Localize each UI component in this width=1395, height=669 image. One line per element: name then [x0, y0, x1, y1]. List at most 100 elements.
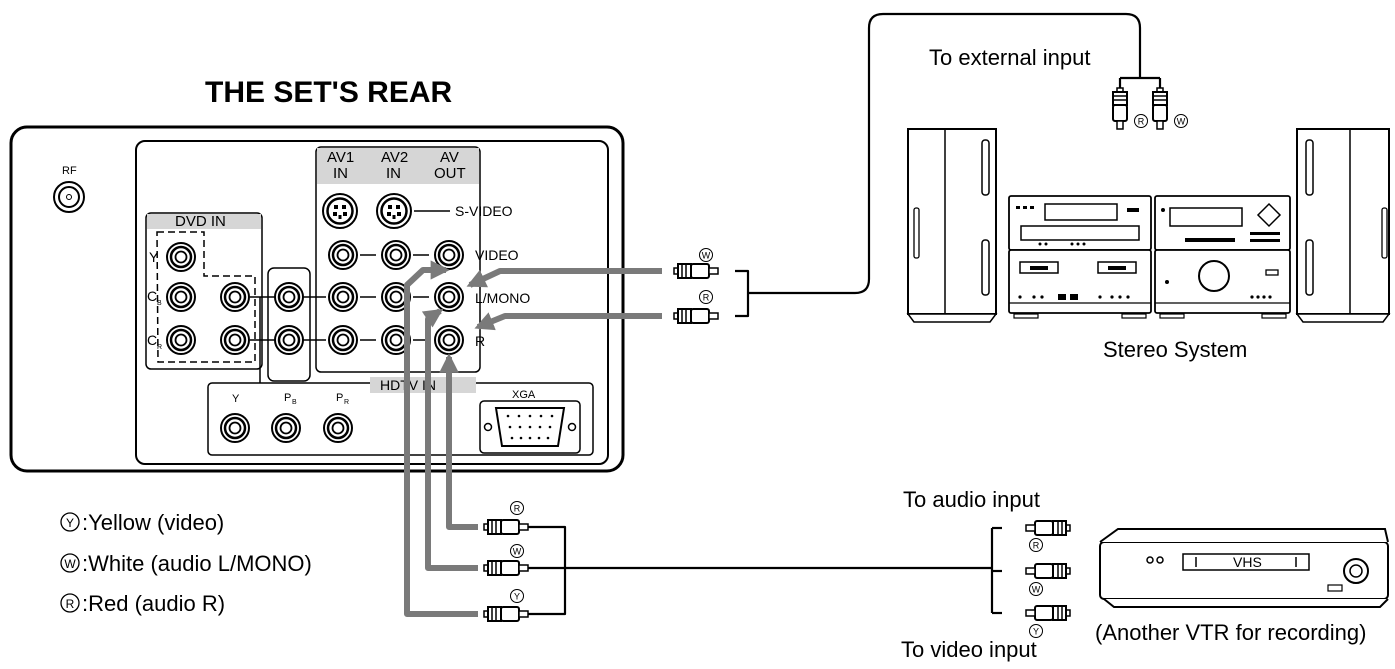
to-video-input-label: To video input — [901, 637, 1037, 662]
hdtv-pr-jack — [322, 412, 354, 444]
dvd-cr-jack — [165, 324, 197, 356]
legend: Y :Yellow (video) W :White (audio L/MONO… — [60, 510, 312, 616]
svg-text:W: W — [1032, 585, 1041, 595]
mark-vtr-tv-white: W — [510, 544, 524, 558]
legend-yellow-text: :Yellow (video) — [82, 510, 224, 535]
av2-label-2: IN — [386, 165, 401, 182]
vtr-label: (Another VTR for recording) — [1095, 620, 1366, 645]
svg-text:R: R — [703, 293, 710, 303]
dvd-in-label: DVD IN — [175, 213, 226, 230]
dvd-cr-sub: R — [157, 344, 162, 351]
mark-stereo-white: W — [699, 248, 713, 262]
cable-stereo-white — [466, 268, 662, 288]
wires — [518, 12, 1162, 616]
mark-ext-red: R — [1134, 114, 1148, 128]
legend-red-mark: R — [66, 597, 75, 611]
dvd-cr-label: C — [147, 332, 157, 348]
dvd-cr2-jack — [219, 324, 251, 356]
ext-plug-red — [1112, 87, 1128, 130]
hdtv-pb-jack — [270, 412, 302, 444]
mark-vtr-red: R — [1029, 538, 1043, 552]
stereo-plug-white — [673, 263, 719, 279]
av1-label-2: IN — [333, 165, 348, 182]
mark-vtr-tv-red: R — [510, 501, 524, 515]
stereo-system-label: Stereo System — [1103, 337, 1247, 362]
av1-svideo-jack — [321, 192, 359, 230]
mark-vtr-tv-yellow: Y — [510, 589, 524, 603]
stereo-plug-red — [673, 308, 719, 324]
svg-text:Y: Y — [1033, 627, 1039, 637]
stereo-components — [1008, 195, 1291, 314]
dvd-y-jack — [165, 241, 197, 273]
svg-text:R: R — [514, 504, 521, 514]
avout-label-2: OUT — [434, 165, 466, 182]
stereo-system — [906, 128, 1391, 323]
legend-yellow-mark: Y — [66, 516, 74, 530]
cable-vtr-red — [439, 353, 478, 530]
mark-vtr-yellow: Y — [1029, 624, 1043, 638]
vtr-plug-yellow — [1025, 605, 1071, 621]
page-title: THE SET'S REAR — [205, 76, 452, 109]
hdtv-link-bottom-jack — [273, 324, 305, 356]
svg-text:W: W — [1177, 117, 1186, 127]
cable-stereo-red — [474, 312, 662, 331]
svg-text:R: R — [1138, 117, 1145, 127]
vtr-tv-plug-white — [483, 560, 529, 576]
hdtv-pr-label: P — [336, 392, 343, 404]
to-external-input-label: To external input — [929, 45, 1090, 70]
dvd-in-block: DVD IN Y C B C R — [145, 212, 263, 370]
av2-video-jack — [380, 239, 412, 271]
av1-label-1: AV1 — [327, 149, 354, 166]
rf-jack: RF — [53, 165, 85, 213]
hdtv-pb-sub: B — [292, 399, 297, 406]
svg-text:W: W — [513, 547, 522, 557]
dvd-cb2-jack — [219, 281, 251, 313]
legend-red: R :Red (audio R) — [60, 591, 225, 616]
vhs-label: VHS — [1233, 554, 1262, 570]
vtr-tv-plug-red — [483, 519, 529, 535]
left-speaker — [906, 128, 998, 323]
xga-label: XGA — [512, 389, 536, 401]
av1-l-jack — [327, 281, 359, 313]
ext-plug-white — [1152, 87, 1168, 130]
plug-marks: W R R W R W Y R W Y — [510, 114, 1188, 638]
av1-video-jack — [327, 239, 359, 271]
vtr-tv-plug-yellow — [483, 606, 529, 622]
right-speaker — [1295, 128, 1391, 323]
vtr-device: VHS — [1099, 528, 1389, 608]
dvd-y-label: Y — [149, 249, 159, 265]
video-label: VIDEO — [475, 247, 519, 263]
legend-white-text: :White (audio L/MONO) — [82, 551, 312, 576]
svg-text:R: R — [1033, 541, 1040, 551]
signal-cables — [404, 260, 662, 617]
hdtv-link-top-jack — [273, 281, 305, 313]
vtr-plug-white — [1025, 563, 1071, 579]
r-label: R — [475, 333, 485, 349]
avout-r-jack — [433, 324, 465, 356]
mark-ext-white: W — [1174, 114, 1188, 128]
to-audio-input-label: To audio input — [903, 487, 1040, 512]
mark-stereo-red: R — [699, 290, 713, 304]
hdtv-y-label: Y — [232, 393, 240, 405]
rf-label: RF — [62, 165, 77, 177]
legend-white: W :White (audio L/MONO) — [60, 551, 312, 576]
tv-rear-panel: RF DVD IN Y C B C R HDTV IN — [9, 125, 625, 473]
avout-l-jack — [433, 281, 465, 313]
vtr-plug-red — [1025, 520, 1071, 536]
svideo-label: S-VIDEO — [455, 203, 513, 219]
av2-svideo-jack — [375, 192, 413, 230]
svg-text:W: W — [702, 251, 711, 261]
legend-white-mark: W — [64, 557, 76, 571]
av2-label-1: AV2 — [381, 149, 408, 166]
cable-vtr-white — [421, 308, 478, 571]
dvd-cb-label: C — [147, 288, 157, 304]
av1-r-jack — [327, 324, 359, 356]
avout-label-1: AV — [440, 149, 459, 166]
dvd-cb-sub: B — [157, 300, 162, 307]
dvd-cb-jack — [165, 281, 197, 313]
hdtv-pr-sub: R — [344, 399, 349, 406]
hdtv-pb-label: P — [284, 392, 291, 404]
lmono-label: L/MONO — [475, 290, 530, 306]
